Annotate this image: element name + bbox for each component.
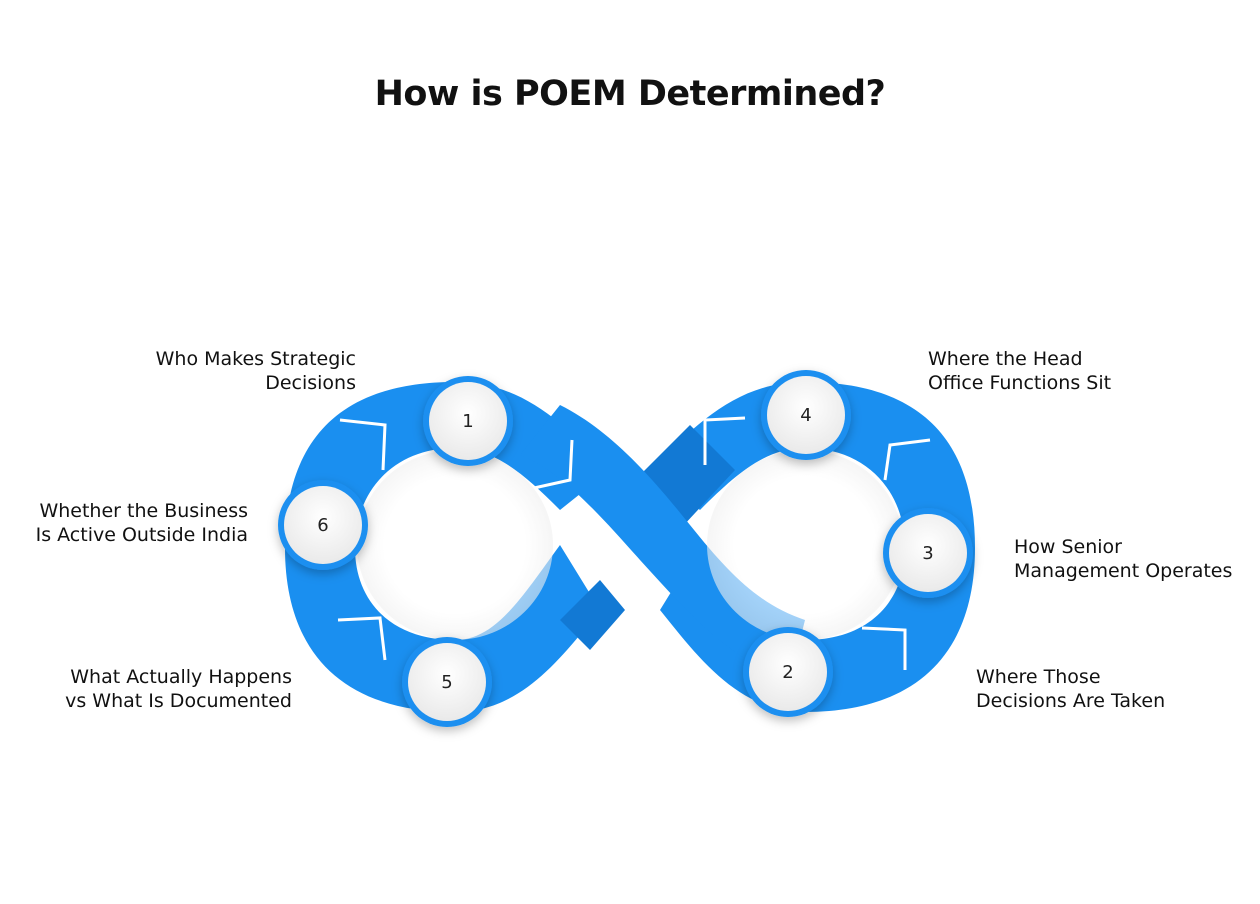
step-label-2: Where Those Decisions Are Taken bbox=[976, 666, 1166, 712]
svg-text:3: 3 bbox=[922, 543, 933, 564]
step-node-1: 1 bbox=[423, 376, 513, 466]
step-node-5: 5 bbox=[402, 637, 492, 727]
svg-text:5: 5 bbox=[441, 672, 452, 693]
step-label-1: Who Makes Strategic Decisions bbox=[155, 348, 356, 394]
svg-text:6: 6 bbox=[317, 515, 328, 536]
step-node-4: 4 bbox=[761, 370, 851, 460]
step-node-2: 2 bbox=[743, 627, 833, 717]
cross-ribbon-over bbox=[520, 405, 805, 680]
svg-text:4: 4 bbox=[800, 405, 811, 426]
step-node-3: 3 bbox=[883, 508, 973, 598]
step-label-3: How Senior Management Operates bbox=[1014, 536, 1233, 582]
step-label-5: What Actually Happens vs What Is Documen… bbox=[65, 666, 292, 712]
step-label-6: Whether the Business Is Active Outside I… bbox=[35, 500, 248, 546]
svg-text:2: 2 bbox=[782, 662, 793, 683]
left-loop bbox=[285, 382, 610, 712]
step-node-6: 6 bbox=[278, 480, 368, 570]
page-title: How is POEM Determined? bbox=[374, 74, 886, 114]
svg-text:1: 1 bbox=[462, 411, 473, 432]
step-label-4: Where the Head Office Functions Sit bbox=[928, 348, 1112, 394]
segment-dividers bbox=[337, 416, 931, 670]
cross-ribbon-under-2 bbox=[560, 580, 625, 650]
